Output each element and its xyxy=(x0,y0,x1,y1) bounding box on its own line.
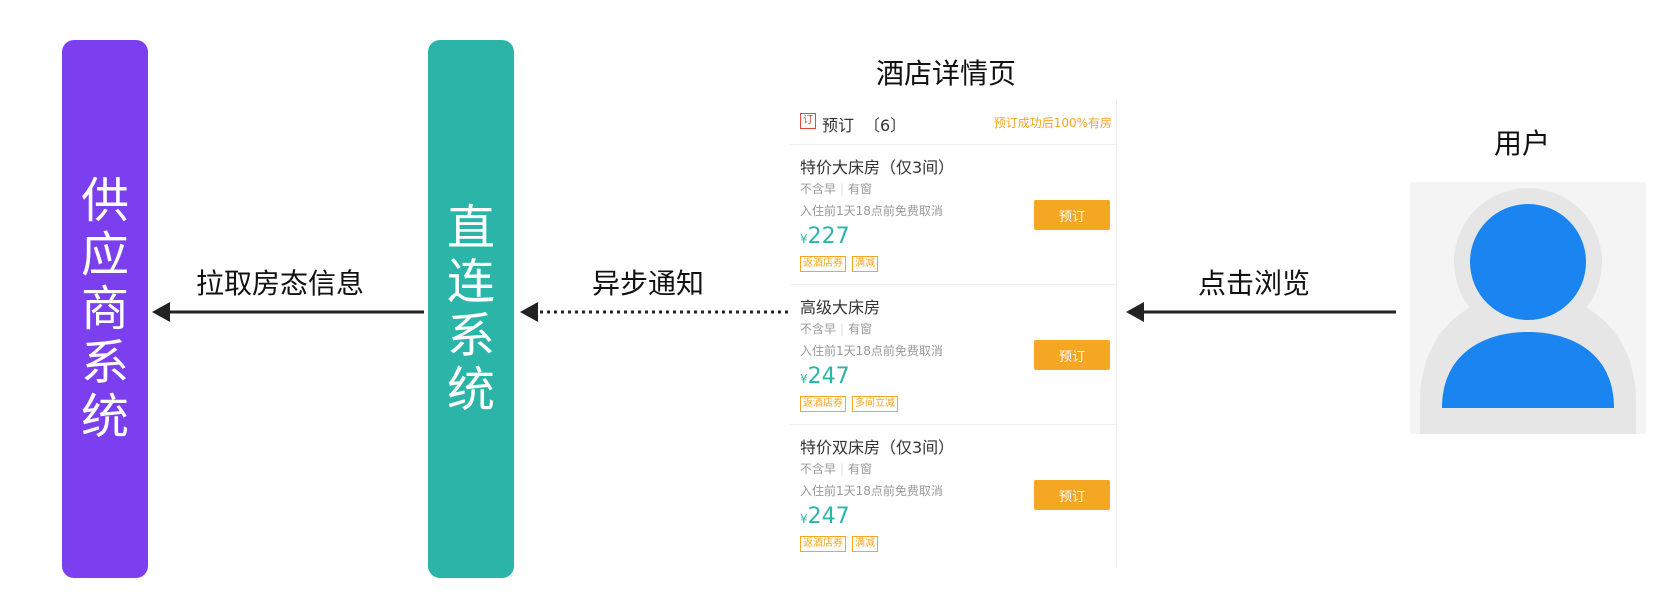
direct-char: 直 xyxy=(446,200,495,256)
pull-arrow-head xyxy=(152,302,170,322)
cancel-policy: 入住前1天18点前免费取消 xyxy=(800,344,943,358)
room-meta: 不含早|有窗 xyxy=(800,460,872,477)
direct-char: 统 xyxy=(446,362,495,418)
book-button[interactable]: 预订 xyxy=(1034,480,1110,510)
supplier-char: 应 xyxy=(80,227,129,283)
breakfast-info: 不含早 xyxy=(800,322,837,336)
room-meta: 不含早|有窗 xyxy=(800,180,872,197)
room-name: 特价双床房（仅3间） xyxy=(800,438,955,457)
cancel-policy: 入住前1天18点前免费取消 xyxy=(800,484,943,498)
room-tags: 返酒店券 多间立减 xyxy=(800,396,898,412)
supplier-char: 商 xyxy=(80,281,129,337)
room-price: ¥247 xyxy=(800,364,850,389)
book-button[interactable]: 预订 xyxy=(1034,340,1110,370)
promo-tag: 返酒店券 xyxy=(800,396,846,412)
room-tags: 返酒店券 满减 xyxy=(800,256,878,272)
booking-header: 订 预订 〔6〕 预订成功后100%有房 xyxy=(790,100,1116,145)
async-label: 异步通知 xyxy=(592,267,705,300)
hotel-page-title: 酒店详情页 xyxy=(876,57,1017,90)
click-label: 点击浏览 xyxy=(1198,267,1311,300)
room-name: 高级大床房 xyxy=(800,298,881,317)
room-price: ¥227 xyxy=(800,224,850,249)
promo-tag: 返酒店券 xyxy=(800,256,846,272)
user-label: 用户 xyxy=(1494,127,1551,160)
breakfast-info: 不含早 xyxy=(800,182,837,196)
meta-divider: | xyxy=(840,462,845,476)
window-info: 有窗 xyxy=(848,462,873,476)
direct-system-box: 直 连 系 统 xyxy=(428,40,514,578)
supplier-system-box: 供 应 商 系 统 xyxy=(62,40,148,578)
meta-divider: | xyxy=(840,182,845,196)
cancel-policy: 入住前1天18点前免费取消 xyxy=(800,204,943,218)
window-info: 有窗 xyxy=(848,322,873,336)
user-icon xyxy=(1410,182,1646,434)
promo-tag: 满减 xyxy=(852,536,878,552)
room-item: 特价双床房（仅3间） 不含早|有窗 入住前1天18点前免费取消 ¥247 返酒店… xyxy=(790,424,1116,564)
booking-count: 〔6〕 xyxy=(864,116,907,135)
room-price: ¥247 xyxy=(800,504,850,529)
room-item: 特价大床房（仅3间） 不含早|有窗 入住前1天18点前免费取消 ¥227 返酒店… xyxy=(790,144,1116,285)
direct-char: 连 xyxy=(446,254,495,310)
price-value: 227 xyxy=(807,224,850,249)
pull-label: 拉取房态信息 xyxy=(196,267,365,300)
hotel-detail-panel: 订 预订 〔6〕 预订成功后100%有房 特价大床房（仅3间） 不含早|有窗 入… xyxy=(790,100,1117,566)
currency-symbol: ¥ xyxy=(800,372,808,386)
promo-tag: 满减 xyxy=(852,256,878,272)
promo-tag: 多间立减 xyxy=(852,396,898,412)
meta-divider: | xyxy=(840,322,845,336)
room-meta: 不含早|有窗 xyxy=(800,320,872,337)
click-arrow-head xyxy=(1126,302,1144,322)
direct-char: 系 xyxy=(446,308,495,364)
room-name: 特价大床房（仅3间） xyxy=(800,158,955,177)
book-button[interactable]: 预订 xyxy=(1034,200,1110,230)
booking-guarantee-note: 预订成功后100%有房 xyxy=(993,116,1112,130)
async-arrow-head xyxy=(520,302,538,322)
price-value: 247 xyxy=(807,364,850,389)
supplier-char: 供 xyxy=(80,173,129,229)
booking-icon: 订 xyxy=(800,113,816,129)
room-item: 高级大床房 不含早|有窗 入住前1天18点前免费取消 ¥247 返酒店券 多间立… xyxy=(790,284,1116,425)
booking-title: 预订 xyxy=(822,116,855,135)
currency-symbol: ¥ xyxy=(800,512,808,526)
window-info: 有窗 xyxy=(848,182,873,196)
price-value: 247 xyxy=(807,504,850,529)
promo-tag: 返酒店券 xyxy=(800,536,846,552)
room-tags: 返酒店券 满减 xyxy=(800,536,878,552)
supplier-char: 系 xyxy=(80,335,129,391)
breakfast-info: 不含早 xyxy=(800,462,837,476)
currency-symbol: ¥ xyxy=(800,232,808,246)
supplier-char: 统 xyxy=(80,389,129,445)
